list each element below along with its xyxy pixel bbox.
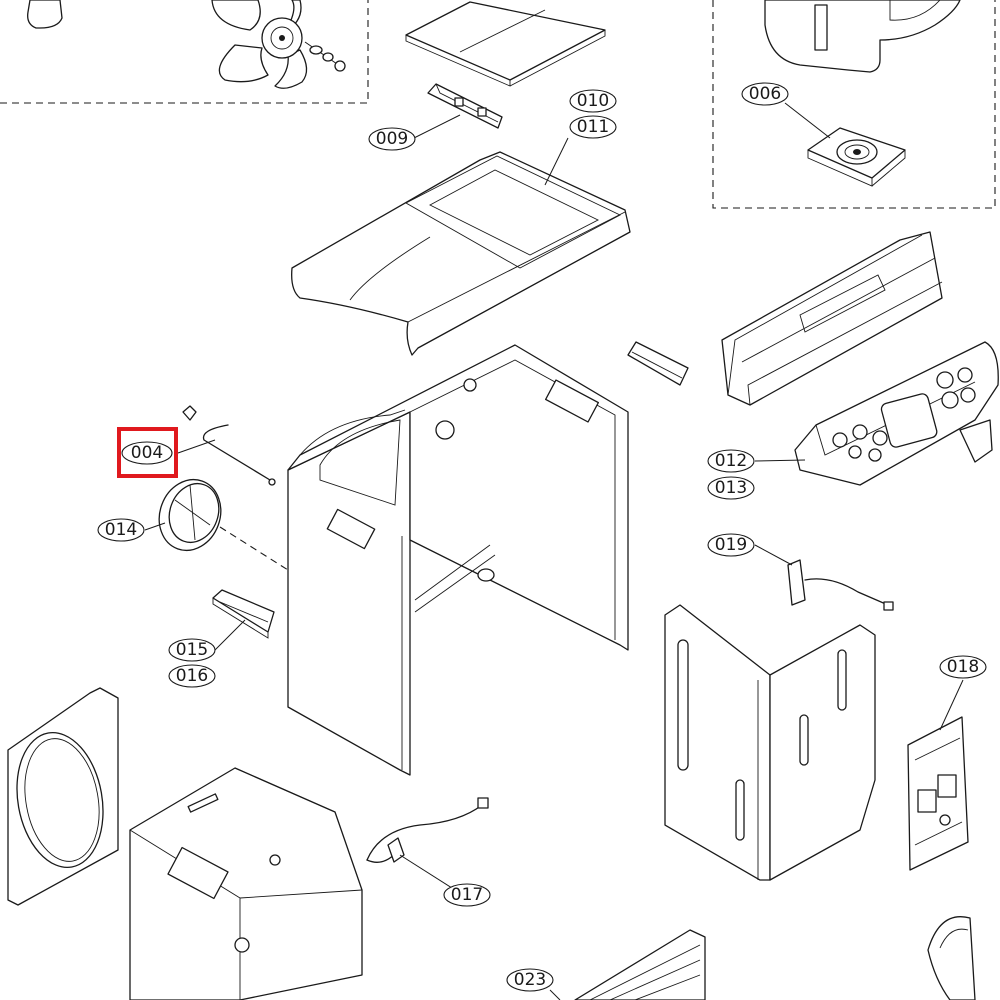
front-frame-part	[7, 687, 119, 906]
control-panel-part	[794, 341, 999, 486]
label-011: 011	[569, 115, 617, 139]
pcb-018-part	[907, 716, 969, 871]
top-cover-plate	[405, 1, 606, 87]
connector-019-part	[787, 559, 894, 611]
knob-insert-part	[627, 341, 689, 386]
label-011-text: 011	[577, 117, 609, 137]
sensor-017-part	[366, 797, 489, 863]
label-012: 012	[707, 449, 755, 473]
wire-harness-004-part	[182, 405, 276, 486]
label-015: 015	[168, 638, 216, 662]
main-cabinet-part	[287, 344, 629, 776]
fan-blade-part	[27, 0, 346, 89]
bottom-box-part	[129, 767, 363, 1000]
rear-frame-part	[664, 604, 876, 881]
label-013-text: 013	[715, 478, 747, 498]
label-006-text: 006	[749, 84, 781, 104]
curved-trim-part	[927, 916, 976, 1000]
label-013: 013	[707, 476, 755, 500]
label-023: 023	[506, 968, 554, 992]
label-012-text: 012	[715, 451, 747, 471]
label-019: 019	[707, 533, 755, 557]
fan-subassembly-box	[0, 0, 369, 104]
label-019-text: 019	[715, 535, 747, 555]
bracket-009-part	[427, 83, 503, 129]
bottom-panel-023-part	[574, 929, 706, 1000]
label-016: 016	[168, 664, 216, 688]
label-009-text: 009	[376, 129, 408, 149]
top-panel-part	[291, 151, 631, 356]
label-009: 009	[368, 127, 416, 151]
handle-015-part	[212, 589, 275, 639]
highlight-box	[117, 427, 178, 478]
motor-housing-part	[764, 0, 961, 187]
label-017-text: 017	[451, 885, 483, 905]
label-004: 004	[117, 427, 178, 478]
control-panel-bracket-part	[721, 231, 943, 406]
label-004-text: 004	[131, 443, 163, 463]
label-014: 014	[97, 518, 145, 542]
label-014-text: 014	[105, 520, 137, 540]
label-018: 018	[939, 655, 987, 679]
label-018-text: 018	[947, 657, 979, 677]
label-023-text: 023	[514, 970, 546, 990]
housing-subassembly-box	[712, 0, 996, 209]
label-006: 006	[741, 82, 789, 106]
label-015-text: 015	[176, 640, 208, 660]
label-010: 010	[569, 89, 617, 113]
label-016-text: 016	[176, 666, 208, 686]
ring-014-part	[158, 478, 289, 571]
leader-lines	[144, 102, 964, 1000]
label-010-text: 010	[577, 91, 609, 111]
label-017: 017	[443, 883, 491, 907]
